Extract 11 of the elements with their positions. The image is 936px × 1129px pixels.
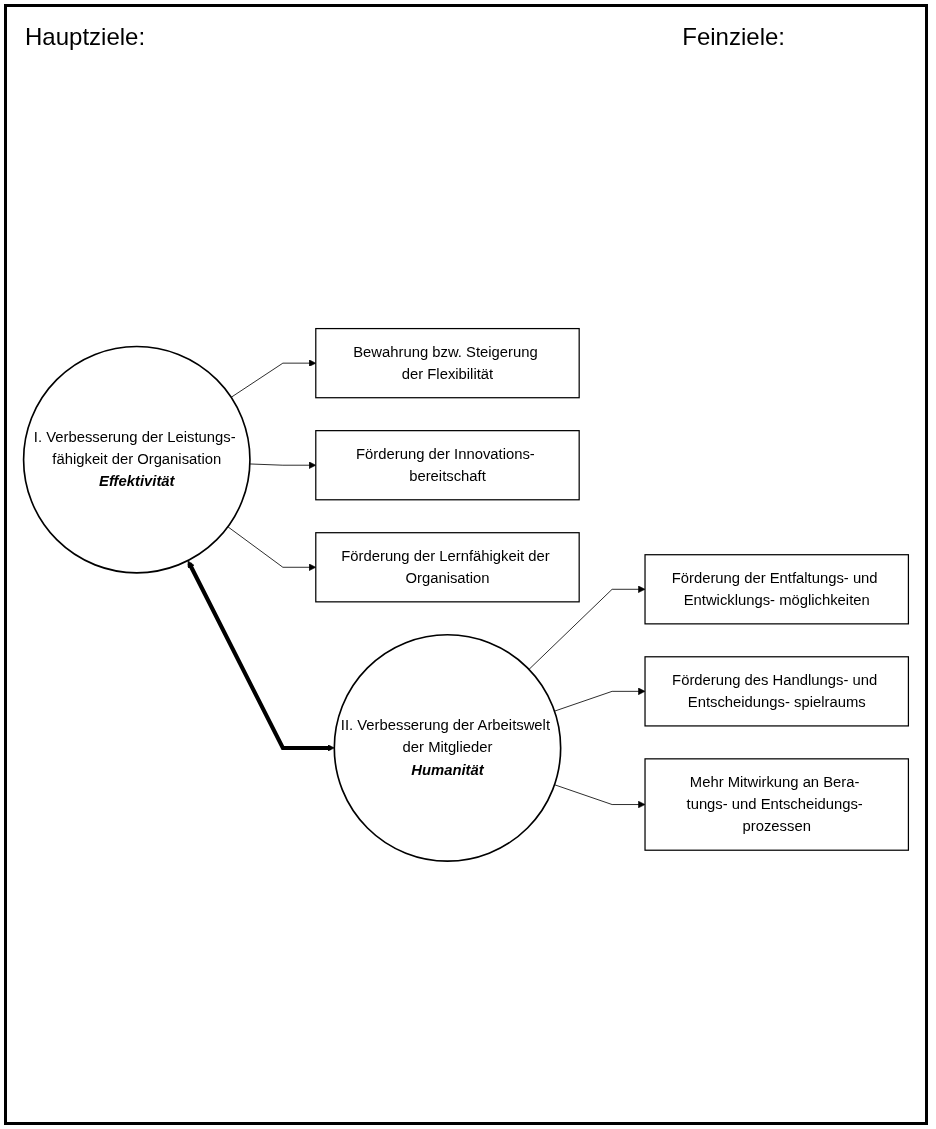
node-box: Mehr Mitwirkung an Bera- tungs- und Entscheidungs- prozessen bbox=[644, 757, 910, 851]
node-box: Förderung der Innovations- bereitschaft bbox=[315, 429, 580, 501]
heading-text: Hauptziele: bbox=[25, 23, 146, 51]
node-box: Förderung des Handlungs- und Entscheidungs- spielraums bbox=[644, 655, 910, 727]
node-box: Bewahrung bzw. Steigerung der Flexibilität bbox=[315, 327, 580, 398]
arrow bbox=[187, 560, 335, 752]
node-box: Förderung der Entfaltungs- und Entwicklungs- möglichkeiten bbox=[644, 553, 910, 625]
node-circle: I. Verbesserung der Leistungs- fähigkeit der Organisation Effektivität bbox=[22, 345, 251, 574]
heading-text: Feinziele: bbox=[682, 23, 785, 51]
node-circle: II. Verbesserung der Arbeitswelt der Mitglieder Humanität bbox=[333, 633, 562, 862]
node-box: Förderung der Lernfähigkeit der Organisation bbox=[315, 531, 580, 603]
